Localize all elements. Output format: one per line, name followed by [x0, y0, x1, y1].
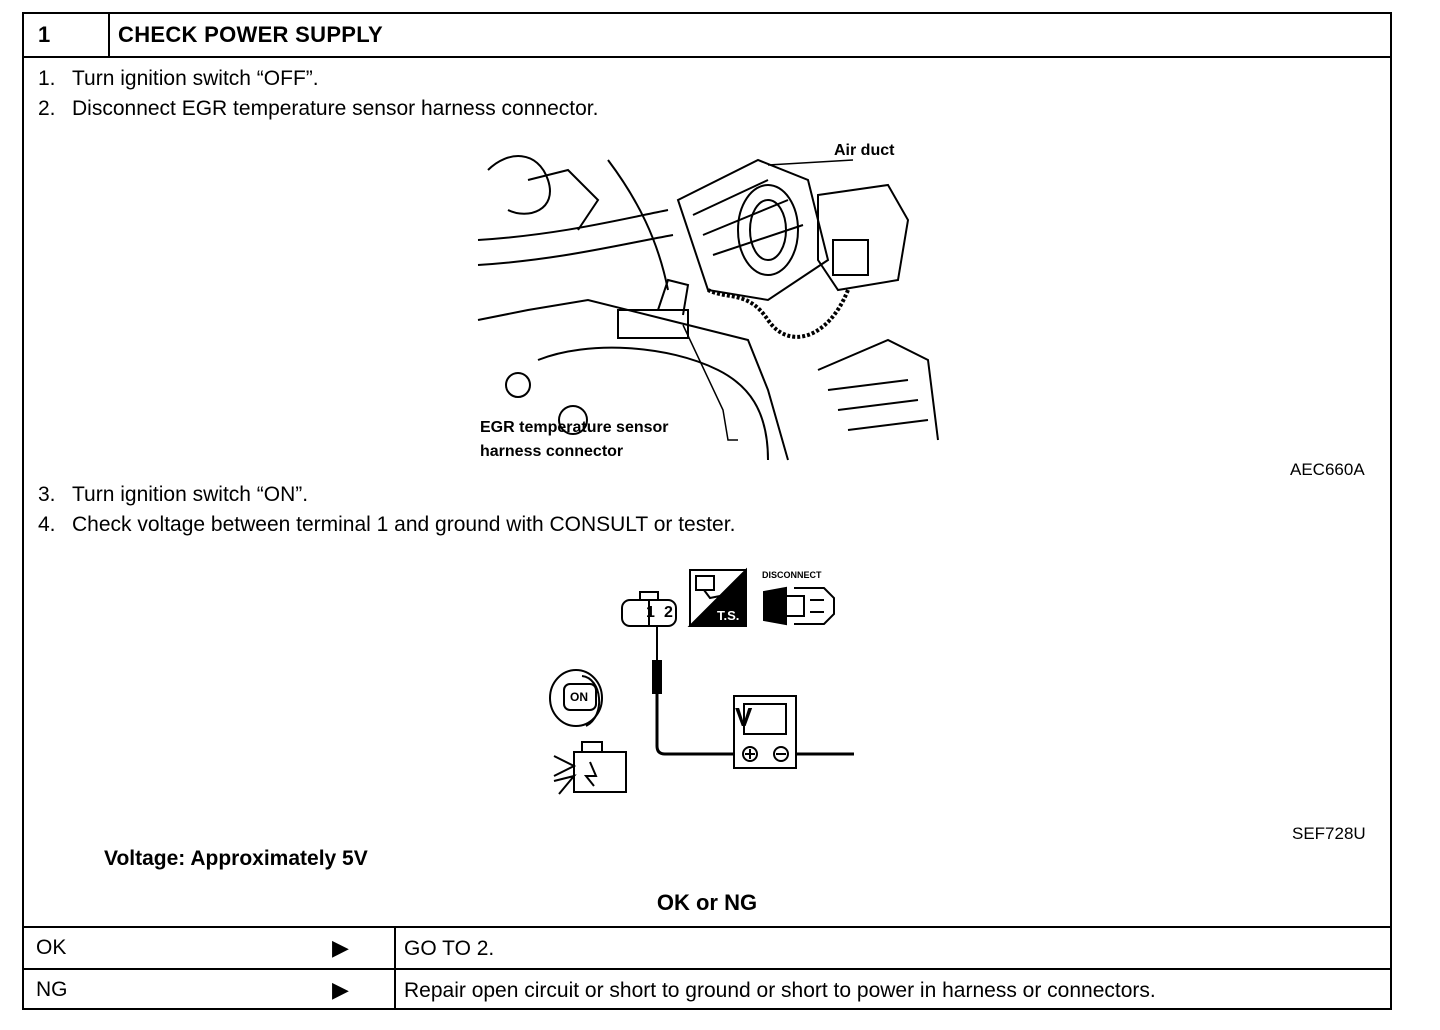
- air-duct-label: Air duct: [834, 142, 895, 159]
- instruction-step-2: 2. Disconnect EGR temperature sensor harn…: [38, 96, 598, 122]
- voltage-check-diagram: [549, 567, 854, 795]
- step-3-number: 3.: [38, 483, 56, 506]
- instruction-step-3: 3. Turn ignition switch “ON”.: [38, 482, 308, 508]
- result-row-ok: OK ▶ GO TO 2.: [24, 926, 1390, 968]
- step-1-number: 1.: [38, 67, 56, 90]
- step-4-number: 4.: [38, 513, 56, 536]
- ignition-key-icon: [549, 669, 603, 727]
- figure-2-code: SEF728U: [1292, 824, 1366, 843]
- disconnect-label: DISCONNECT: [762, 570, 822, 580]
- procedure-header: 1 CHECK POWER SUPPLY: [24, 14, 1390, 58]
- step-number: 1: [24, 14, 110, 56]
- terminal-1-label: 1: [646, 604, 655, 621]
- result-ok-label: OK: [36, 936, 67, 959]
- sensor-connector-label-line2: harness connector: [480, 443, 624, 460]
- result-ng-label: NG: [36, 978, 68, 1001]
- disconnect-icon: [763, 586, 835, 626]
- instruction-step-4: 4. Check voltage between terminal 1 and g…: [38, 512, 735, 538]
- voltage-specification: Voltage: Approximately 5V: [104, 847, 368, 870]
- step-2-text: Disconnect EGR temperature sensor harnes…: [72, 97, 599, 120]
- voltmeter-label: V: [735, 702, 753, 732]
- step-1-text: Turn ignition switch “OFF”.: [72, 67, 319, 90]
- result-ng-action: Repair open circuit or short to ground o…: [394, 970, 1390, 1010]
- connector-icon: [621, 591, 677, 627]
- figure-1-code: AEC660A: [1290, 460, 1365, 479]
- engine-icon: [553, 741, 627, 795]
- terminal-2-label: 2: [664, 604, 673, 621]
- sensor-connector-label-line1: EGR temperature sensor: [480, 419, 669, 436]
- step-3-text: Turn ignition switch “ON”.: [72, 483, 309, 506]
- result-row-ng: NG ▶ Repair open circuit or short to gro…: [24, 968, 1390, 1010]
- instruction-step-1: 1. Turn ignition switch “OFF”.: [38, 66, 319, 92]
- result-ng-arrow-icon: ▶: [332, 977, 349, 1002]
- procedure-table: 1 CHECK POWER SUPPLY 1. Turn ignition swi…: [22, 12, 1392, 1010]
- procedure-title: CHECK POWER SUPPLY: [118, 22, 383, 47]
- test-switch-label: T.S.: [717, 608, 740, 623]
- test-switch-icon: [687, 567, 747, 627]
- voltmeter-icon: [733, 695, 797, 769]
- result-ok-action: GO TO 2.: [394, 928, 1390, 968]
- switch-on-label: ON: [570, 690, 588, 704]
- decision-heading: OK or NG: [656, 890, 758, 915]
- engine-bay-illustration: [470, 142, 940, 464]
- result-ok-arrow-icon: ▶: [332, 935, 349, 960]
- step-2-number: 2.: [38, 97, 56, 120]
- step-4-text: Check voltage between terminal 1 and gro…: [72, 513, 736, 536]
